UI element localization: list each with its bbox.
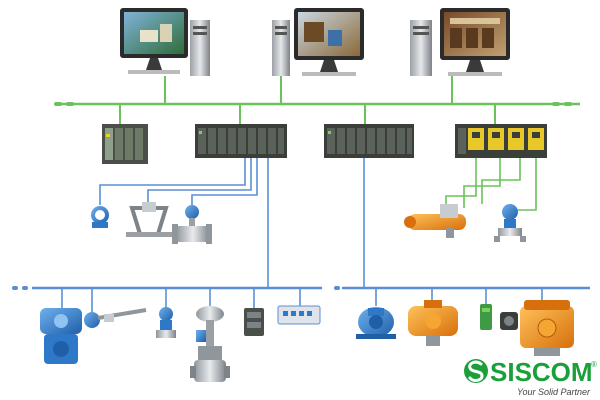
proximity-sensor xyxy=(480,304,492,330)
ethernet-backbone xyxy=(54,76,580,124)
electric-actuator xyxy=(500,300,574,356)
pneumatic-valve-actuator xyxy=(408,300,458,346)
controller-c xyxy=(455,124,547,158)
controller-c-wiring xyxy=(445,158,537,212)
level-transmitter xyxy=(156,307,176,338)
controller-b xyxy=(324,124,414,158)
fieldbus-coupler xyxy=(277,305,321,325)
proximity-sensor-icon xyxy=(480,304,492,330)
pressure-transmitter-lower xyxy=(40,308,82,364)
rotary-actuator xyxy=(404,204,466,238)
pressure-transmitter-icon xyxy=(502,204,518,220)
controller-a-wiring xyxy=(99,158,269,288)
workstation-2 xyxy=(272,8,364,76)
fieldbus-segment-left xyxy=(12,286,322,312)
io-rack xyxy=(102,124,148,164)
pressure-transmitter-upper xyxy=(494,204,526,242)
brand-tagline: Your Solid Partner xyxy=(517,387,591,397)
workstation-1 xyxy=(120,8,210,76)
temperature-probe xyxy=(84,308,147,328)
io-module xyxy=(244,308,264,336)
control-valve xyxy=(190,306,230,382)
temperature-probe-icon xyxy=(84,312,100,328)
vortex-flowmeter-icon xyxy=(185,205,199,219)
level-transmitter-icon xyxy=(159,307,173,321)
control-valve-icon xyxy=(196,306,224,322)
controller-a xyxy=(195,124,287,158)
siscom-logo: SISCOM ® Your Solid Partner xyxy=(464,357,597,397)
brand-name: SISCOM xyxy=(490,357,593,387)
coriolis-flow-meter xyxy=(126,202,172,237)
vortex-flowmeter xyxy=(172,205,212,244)
electric-motor xyxy=(356,307,396,339)
trademark-mark: ® xyxy=(591,360,597,369)
transmitter xyxy=(91,206,109,228)
workstation-3 xyxy=(410,8,510,76)
